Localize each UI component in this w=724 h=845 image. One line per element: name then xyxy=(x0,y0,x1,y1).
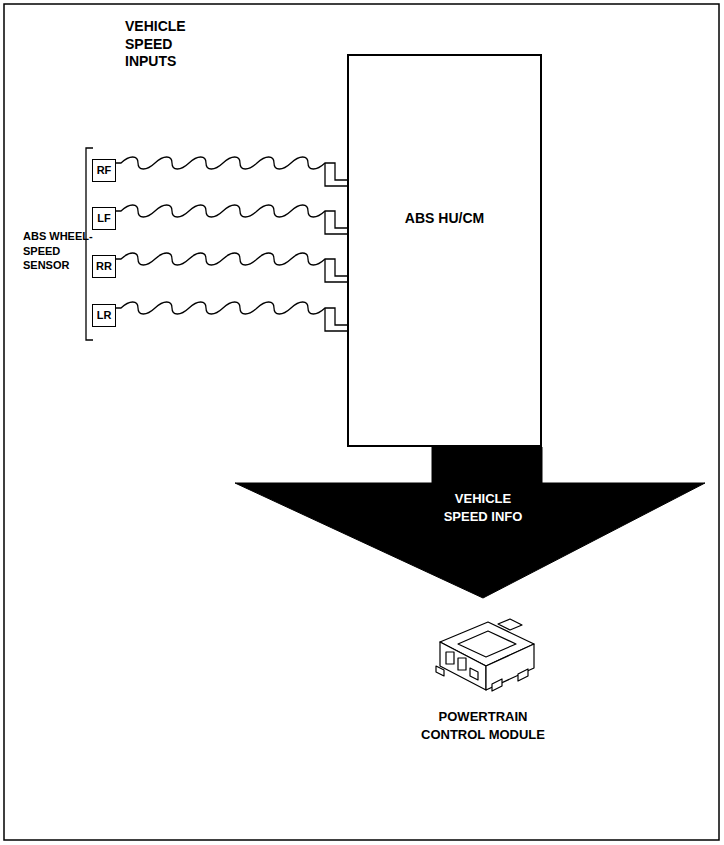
module-icon xyxy=(418,604,548,708)
module-name: ABS HU/CM xyxy=(349,210,540,227)
sensor-name: LF xyxy=(97,212,110,225)
sensor-name: RR xyxy=(96,260,112,273)
sensor-wire xyxy=(116,302,347,325)
sensor-wire xyxy=(116,253,347,276)
sensor-wire xyxy=(116,157,347,180)
sensor-wire xyxy=(325,259,347,282)
sensor-wire xyxy=(325,308,347,331)
sensor-name: RF xyxy=(97,164,112,177)
connector xyxy=(116,302,347,331)
connector xyxy=(235,447,705,598)
arrow-label: VEHICLE SPEED INFO xyxy=(443,490,523,526)
inputs-label: VEHICLE SPEED INPUTS xyxy=(125,18,197,71)
wheel-speed-sensor: RR xyxy=(92,255,116,278)
wheel-speed-sensor: RF xyxy=(92,159,116,182)
block-arrow xyxy=(235,447,705,598)
outer-frame xyxy=(4,4,719,840)
connector xyxy=(116,157,347,186)
sensor-wire xyxy=(325,163,347,186)
sensor-wire xyxy=(325,211,347,234)
sensor-name: LR xyxy=(97,309,112,322)
powertrain-control-module: POWERTRAIN CONTROL MODULE xyxy=(418,604,548,743)
wheel-speed-sensor: LR xyxy=(92,304,116,327)
sensor-label: ABS WHEEL-SPEED SENSOR xyxy=(23,229,99,273)
sensor-wire xyxy=(116,205,347,228)
abs-control-module: ABS HU/CM xyxy=(347,54,542,447)
connector xyxy=(116,205,347,234)
wheel-speed-sensor: LF xyxy=(92,207,116,230)
module-name: POWERTRAIN CONTROL MODULE xyxy=(418,708,548,743)
connector xyxy=(116,253,347,282)
